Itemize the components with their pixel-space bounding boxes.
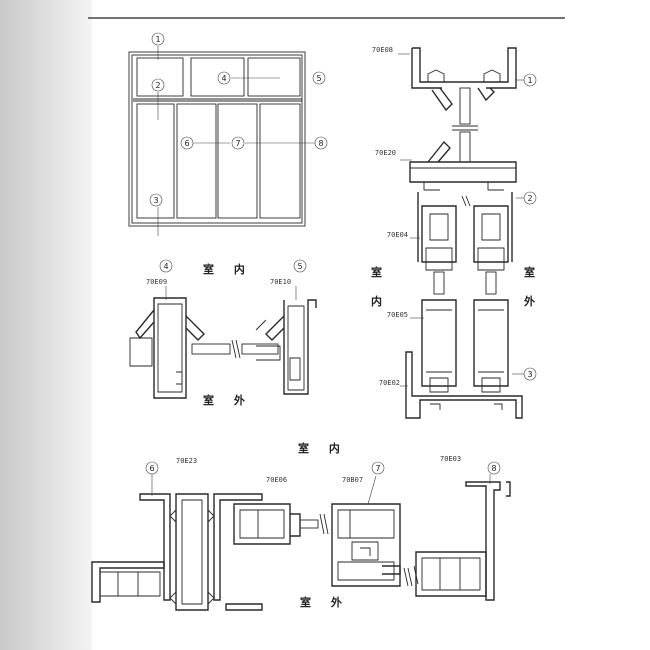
callout-1: 1 [151, 32, 165, 46]
callout-5-label: 5 [316, 74, 321, 83]
callout-6-section: 6 [145, 461, 159, 475]
callout-5: 5 [312, 71, 326, 85]
outdoor-label-mid: 室 外 [203, 393, 253, 407]
indoor-vertical-2: 内 [371, 294, 390, 308]
code-70E20: 70E20 [375, 149, 396, 157]
callout-8: 8 [314, 136, 328, 150]
callout-4-section: 4 [159, 259, 173, 273]
callout-6-label: 6 [184, 139, 189, 148]
scan-margin-shadow [0, 0, 92, 650]
callout-4: 4 [217, 71, 231, 85]
vertical-section [398, 47, 524, 419]
callout-6: 6 [180, 136, 194, 150]
callout-8-section: 8 [487, 461, 501, 475]
indoor-vertical-1: 室 [371, 265, 390, 279]
callout-7-section-label: 7 [375, 464, 380, 473]
code-70E23: 70E23 [176, 457, 197, 465]
callout-2-section: 2 [523, 191, 537, 205]
outdoor-vertical-2: 外 [523, 294, 543, 308]
indoor-label-bottom: 室 内 [298, 441, 348, 455]
code-70E08: 70E08 [372, 46, 393, 54]
code-70E06: 70E06 [266, 476, 287, 484]
callout-1-label: 1 [155, 35, 160, 44]
callout-1-section-label: 1 [527, 76, 532, 85]
callout-2: 2 [151, 78, 165, 92]
mullion-section-6 [91, 474, 263, 611]
frame-section-8 [413, 474, 511, 601]
sash-section-70B07 [331, 475, 413, 587]
callout-3-section: 3 [523, 367, 537, 381]
callout-3-section-label: 3 [527, 370, 532, 379]
callout-7: 7 [231, 136, 245, 150]
outdoor-vertical-1: 室 [524, 265, 543, 279]
callout-6-section-label: 6 [149, 464, 154, 473]
callout-4-label: 4 [221, 74, 226, 83]
callout-7-label: 7 [235, 139, 240, 148]
outdoor-label-bottom: 室 外 [300, 595, 350, 609]
window-elevation [128, 46, 315, 236]
code-70E03: 70E03 [440, 455, 461, 463]
code-70B07: 70B07 [342, 476, 363, 484]
callout-7-section: 7 [371, 461, 385, 475]
callout-4-section-label: 4 [163, 262, 168, 271]
callout-8-section-label: 8 [491, 464, 496, 473]
callout-8-label: 8 [318, 139, 323, 148]
code-70E04: 70E04 [387, 231, 408, 239]
callout-3: 3 [149, 193, 163, 207]
callout-1-section: 1 [523, 73, 537, 87]
transom-section-4-5 [129, 286, 317, 399]
callout-3-label: 3 [153, 196, 158, 205]
sash-section-70E06 [233, 503, 329, 545]
callout-2-label: 2 [155, 81, 160, 90]
code-70E09: 70E09 [146, 278, 167, 286]
indoor-label-mid: 室 内 [203, 262, 253, 276]
code-70E02: 70E02 [379, 379, 400, 387]
callout-5-section: 5 [293, 259, 307, 273]
code-70E05: 70E05 [387, 311, 408, 319]
callout-5-section-label: 5 [297, 262, 302, 271]
callout-2-section-label: 2 [527, 194, 532, 203]
code-70E10: 70E10 [270, 278, 291, 286]
